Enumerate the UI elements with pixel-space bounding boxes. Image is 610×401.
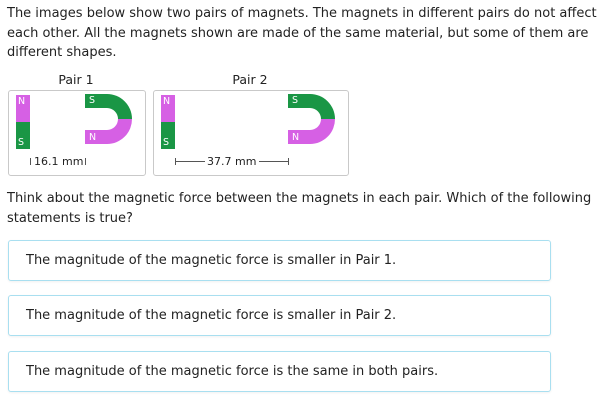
distance-label: 37.7 mm [207, 155, 257, 168]
horseshoe-magnet [288, 94, 335, 144]
bar-top-pole-label: N [163, 96, 171, 107]
bar-north-pole [16, 95, 30, 122]
bar-south-pole [16, 122, 30, 149]
bar-north-pole [161, 95, 175, 122]
bar-bottom-pole-label: S [163, 137, 170, 148]
bar-bottom-pole-label: S [18, 137, 25, 148]
horseshoe-top-pole-label: S [292, 95, 299, 106]
horseshoe-bottom-pole-label: N [89, 132, 97, 143]
bar-top-pole-label: N [18, 96, 26, 107]
horseshoe-magnet [85, 94, 132, 144]
pair-2-box: N S S N 37.7 mm [153, 90, 349, 176]
intro-text: The images below show two pairs of magne… [7, 6, 597, 60]
bar-south-pole [161, 122, 175, 149]
choice-3-button[interactable]: The magnitude of the magnetic force is t… [8, 351, 551, 392]
question-text: Think about the magnetic force between t… [7, 191, 592, 226]
horseshoe-top-pole-label: S [89, 95, 96, 106]
pair-2-label: Pair 2 [232, 72, 268, 87]
pair-1-label: Pair 1 [58, 72, 94, 87]
choice-1-button[interactable]: The magnitude of the magnetic force is s… [8, 240, 551, 281]
pair-1-box: N S S N 16.1 mm [8, 90, 146, 176]
choice-2-button[interactable]: The magnitude of the magnetic force is s… [8, 295, 551, 336]
horseshoe-bottom-pole-label: N [292, 132, 300, 143]
distance-label: 16.1 mm [34, 155, 84, 168]
